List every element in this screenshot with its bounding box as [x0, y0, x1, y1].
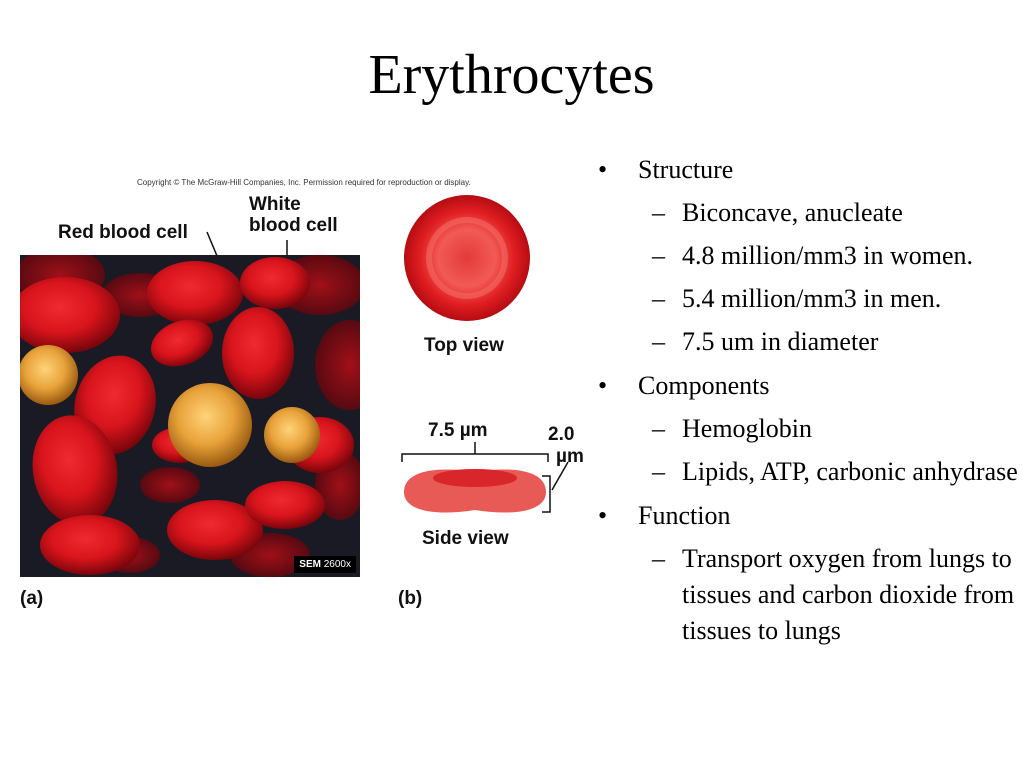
- sub-bullet-text: 4.8 million/mm3 in women.: [682, 241, 974, 270]
- erythrocyte-figure: Copyright © The McGraw-Hill Companies, I…: [0, 170, 600, 620]
- sem-label: SEM: [299, 559, 321, 570]
- sem-micrograph-image: [20, 255, 360, 577]
- white-blood-cells: [20, 345, 320, 467]
- sub-bullet-item: – 4.8 million/mm3 in women.: [598, 238, 1018, 274]
- sub-bullet-marker: –: [652, 284, 665, 313]
- thickness-bracket: [542, 475, 551, 513]
- bullet-text: Structure: [638, 155, 734, 184]
- panel-label-b: (b): [398, 588, 423, 609]
- bullet-list: • Structure – Biconcave, anucleate – 4.8…: [598, 144, 1018, 649]
- label-white-blood-cell-line1: White: [249, 194, 301, 215]
- bullet-item: • Structure: [598, 152, 1018, 188]
- sub-bullet-item: – Hemoglobin: [598, 411, 1018, 447]
- bullet-marker: •: [598, 501, 608, 530]
- copyright-notice: Copyright © The McGraw-Hill Companies, I…: [137, 178, 471, 187]
- bullet-text: Components: [638, 371, 770, 400]
- sub-bullet-text: 7.5 um in diameter: [682, 327, 879, 356]
- sub-bullet-marker: –: [652, 241, 665, 270]
- sub-bullet-marker: –: [652, 414, 665, 443]
- slide-title: Erythrocytes: [368, 44, 655, 106]
- sub-bullet-marker: –: [652, 457, 665, 486]
- label-top-view: Top view: [424, 335, 504, 356]
- diameter-bracket: [401, 453, 549, 462]
- panel-label-a: (a): [20, 588, 44, 609]
- sub-bullet-text: Hemoglobin: [682, 414, 812, 443]
- label-diameter: 7.5 µm: [428, 420, 488, 441]
- label-thickness-line2: µm: [556, 446, 584, 467]
- sub-bullet-marker: –: [652, 198, 665, 227]
- sub-bullet-item: – 5.4 million/mm3 in men.: [598, 281, 1018, 317]
- label-white-blood-cell-line2: blood cell: [249, 215, 338, 236]
- bullet-item: • Components: [598, 368, 1018, 404]
- sem-magnification-tag: SEM 2600x: [294, 556, 356, 573]
- bullet-marker: •: [598, 371, 608, 400]
- sub-bullet-item: – Biconcave, anucleate: [598, 195, 1018, 231]
- label-red-blood-cell: Red blood cell: [58, 222, 188, 243]
- bullet-item: • Function: [598, 498, 1018, 534]
- sub-bullet-text: Transport oxygen from lungs to tissues a…: [682, 544, 1015, 645]
- bullet-marker: •: [598, 155, 608, 184]
- label-thickness-line1: 2.0: [548, 424, 575, 445]
- sub-bullet-text: Lipids, ATP, carbonic anhydrase: [682, 457, 1018, 486]
- rbc-top-view-illustration: [404, 195, 530, 321]
- sub-bullet-marker: –: [652, 327, 665, 356]
- rbc-side-concavity: [433, 469, 517, 487]
- bullet-text: Function: [638, 501, 731, 530]
- sub-bullet-item: – 7.5 um in diameter: [598, 324, 1018, 360]
- sub-bullet-marker: –: [652, 544, 665, 573]
- sem-micrograph: SEM 2600x: [20, 255, 360, 577]
- sub-bullet-text: Biconcave, anucleate: [682, 198, 903, 227]
- red-blood-cells: [20, 257, 354, 575]
- label-side-view: Side view: [422, 528, 509, 549]
- sub-bullet-item: – Transport oxygen from lungs to tissues…: [598, 541, 1018, 649]
- sub-bullet-text: 5.4 million/mm3 in men.: [682, 284, 942, 313]
- sub-bullet-item: – Lipids, ATP, carbonic anhydrase: [598, 454, 1018, 490]
- rbc-side-view-illustration: [401, 442, 569, 513]
- sem-magnification: 2600x: [323, 559, 351, 570]
